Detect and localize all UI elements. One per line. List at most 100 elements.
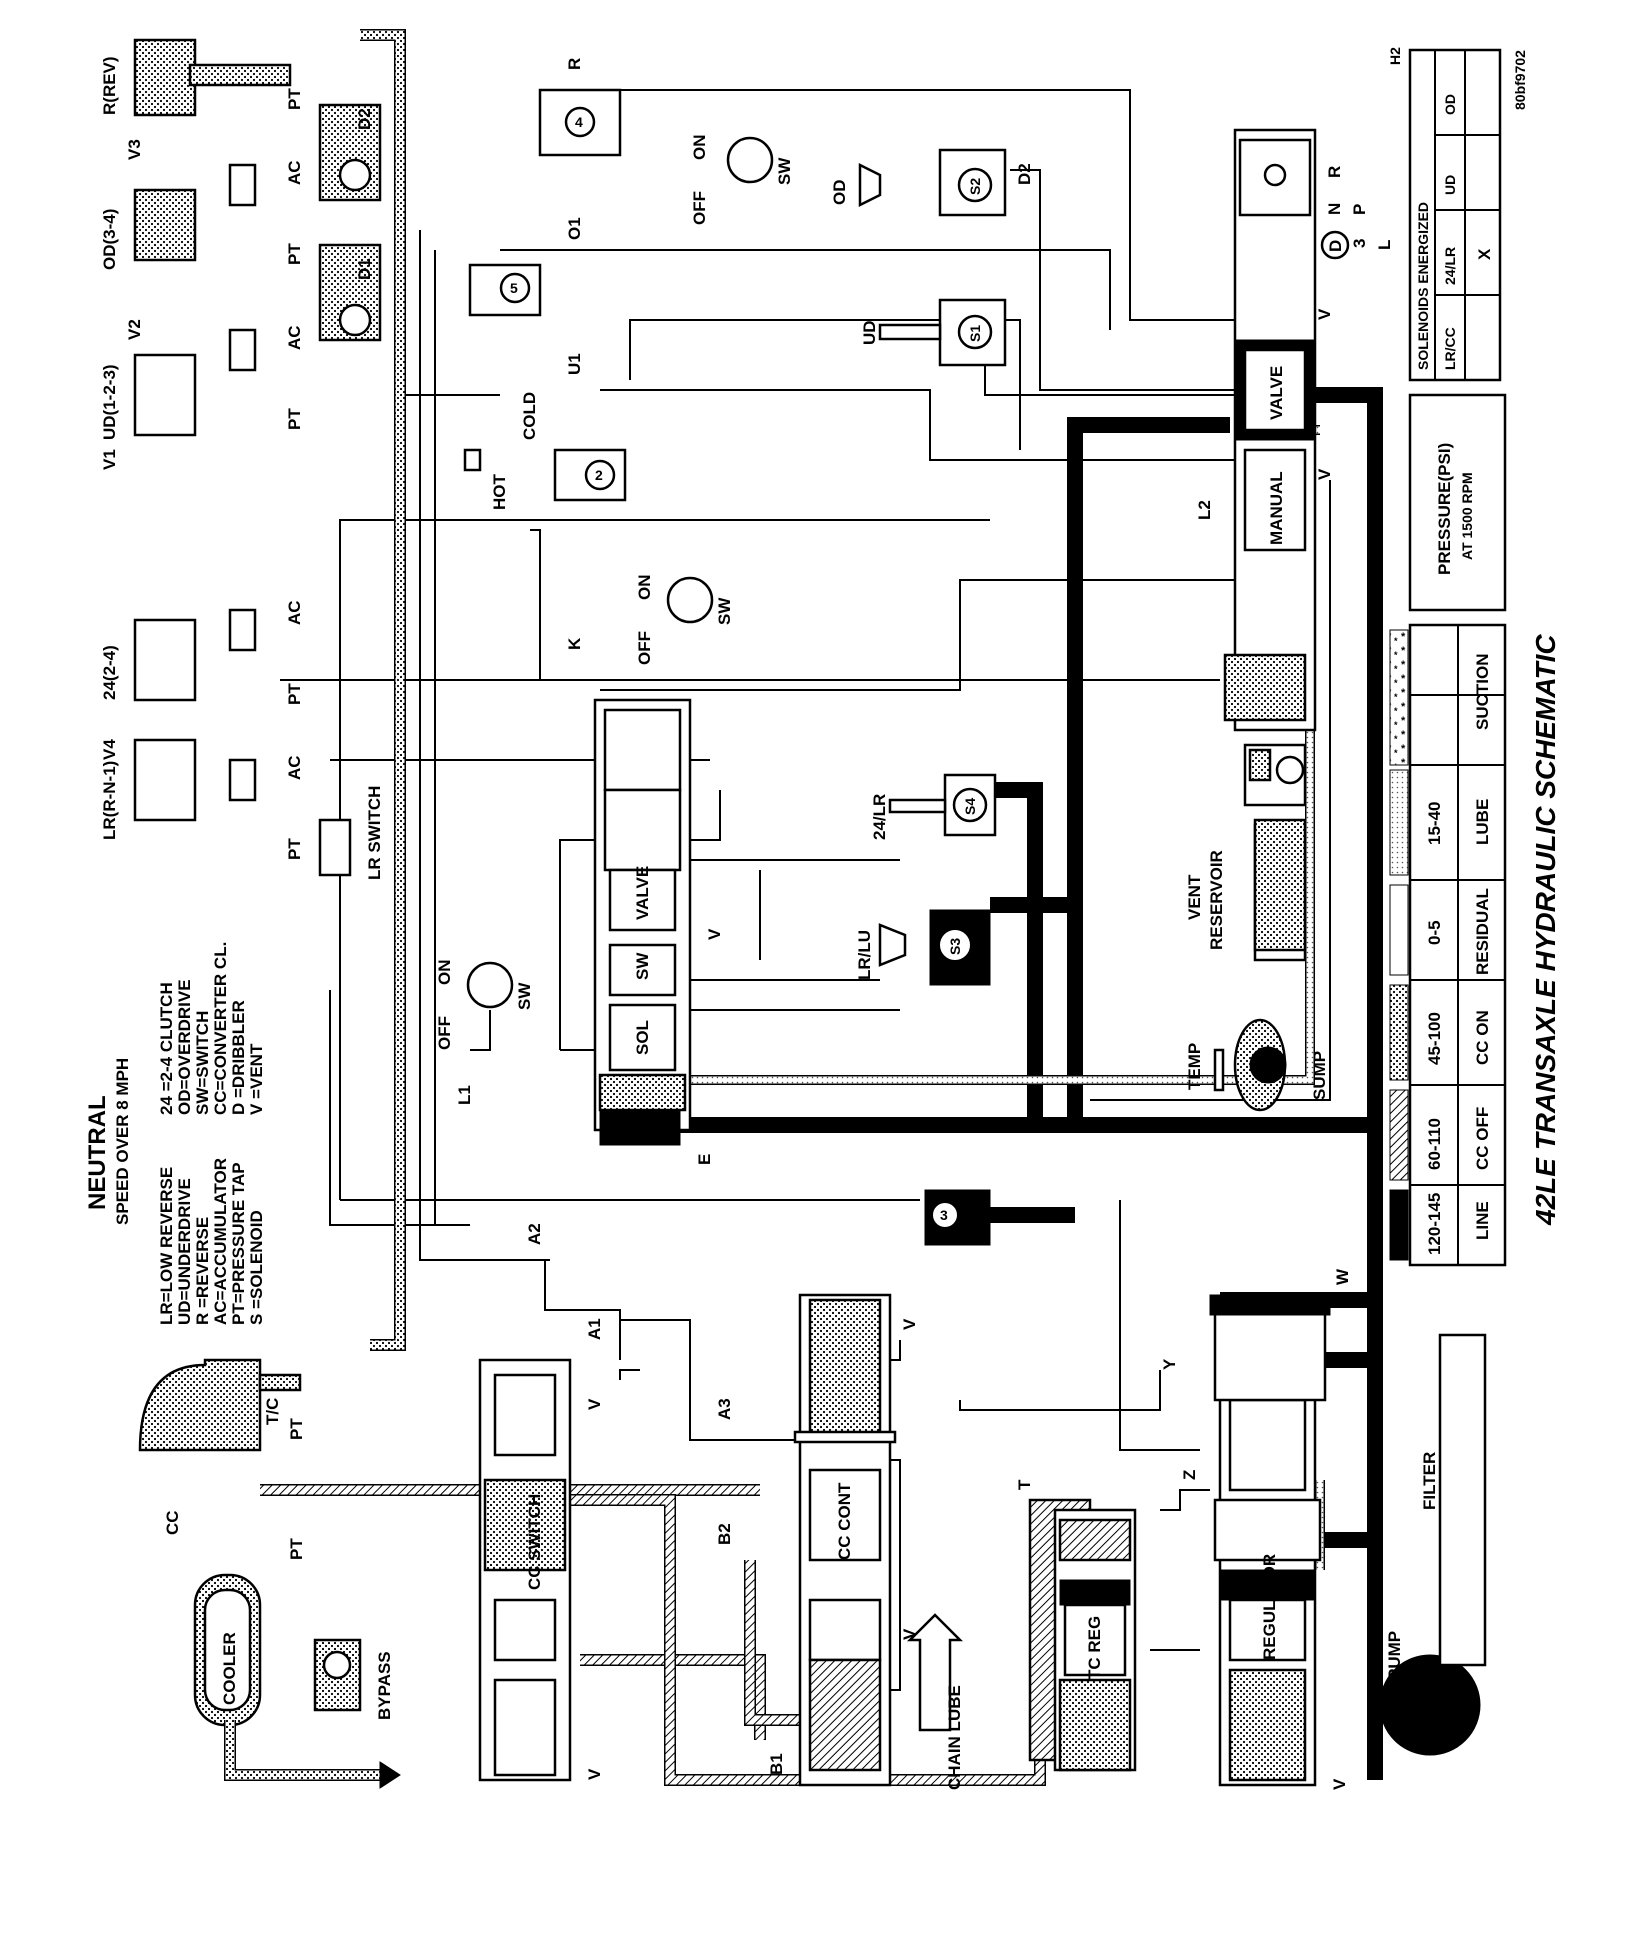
- rev-pt-label: PT: [285, 88, 304, 110]
- lr-clutch-label: LR(R-N-1): [100, 761, 119, 840]
- t-label: T: [1015, 1479, 1034, 1490]
- temp-label: TEMP: [1185, 1043, 1204, 1090]
- ball-4-label: 4: [575, 114, 583, 130]
- prndl-indicator: R N D 3 L P: [1320, 166, 1394, 260]
- ud-ac-label: AC: [285, 325, 304, 350]
- tc-reg-spring: [1058, 1678, 1132, 1772]
- valve-land: [608, 868, 677, 932]
- od-switch-on: ON: [690, 135, 709, 161]
- c24-pt-label: PT: [285, 683, 304, 705]
- lr-switch-on: ON: [435, 960, 454, 986]
- l1-label: L1: [455, 1085, 474, 1105]
- b2-label: B2: [715, 1523, 734, 1545]
- lr-clutch: [133, 738, 197, 822]
- bypass-ball: [322, 1650, 352, 1680]
- ud-solenoid-stem: [878, 323, 942, 341]
- rev-clutch-label: R(REV): [100, 56, 119, 115]
- lr-switch-label: LR SWITCH: [365, 786, 384, 880]
- manual-vent-1: V: [1315, 308, 1334, 320]
- od-ac-label: AC: [285, 160, 304, 185]
- swatch-cc-on: [1389, 984, 1409, 1081]
- solenoid-table-heading: SOLENOIDS ENERGIZED: [1415, 202, 1431, 370]
- swatch-suction: [1389, 629, 1409, 766]
- sw-land: [608, 943, 677, 997]
- manual-valve-spool: [1243, 348, 1307, 432]
- s2-label: S2: [967, 178, 983, 195]
- solenoid-switch-valve: VALVE SW SOL V E: [593, 698, 724, 1165]
- ud-solenoid-label: UD: [860, 320, 879, 345]
- tc-reg-spool: [1063, 1603, 1127, 1677]
- ball-2-label: 2: [595, 467, 603, 483]
- legend-left-3: AC=ACCUMULATOR: [211, 1158, 230, 1325]
- mode-name: NEUTRAL: [84, 1095, 111, 1210]
- cooler-outlet-arrow: [379, 1761, 401, 1789]
- sol-sw-vent: V: [705, 928, 724, 940]
- hot-label: HOT: [490, 474, 509, 511]
- o1-label: O1: [565, 217, 584, 240]
- filter-label: FILTER: [1420, 1452, 1439, 1510]
- swatch-line: [1389, 1189, 1409, 1261]
- d1-ball: [338, 303, 372, 337]
- od-accumulator: [228, 163, 257, 207]
- ball-3: [931, 1201, 959, 1229]
- s3-label: S3: [947, 938, 963, 955]
- ud-clutch-label: UD(1-2-3): [100, 364, 119, 440]
- u1-label: U1: [565, 353, 584, 375]
- regulator-spool: [1228, 1598, 1307, 1662]
- manual-valve-lube-zone: [1223, 653, 1307, 722]
- legend-left-1: UD=UNDERDRIVE: [175, 1178, 194, 1325]
- c24-switch: [666, 576, 714, 624]
- mode-condition: SPEED OVER 8 MPH: [113, 1058, 132, 1225]
- cc-switch-spool-2: [493, 1598, 557, 1662]
- cc-cont-solenoid: [808, 1658, 882, 1772]
- regulator-spring: [1228, 1668, 1307, 1782]
- sol-col-0: LR/CC: [1442, 327, 1458, 370]
- ud-pt-label: PT: [285, 408, 304, 430]
- cc-cont-spool: [808, 1468, 882, 1562]
- filter: [1438, 1333, 1487, 1667]
- lr-pressure-switch: [466, 961, 514, 1009]
- tc-reg-label: TC REG: [1085, 1616, 1104, 1680]
- cc-cont-vent-top: V: [900, 1318, 919, 1330]
- c24-clutch-label: 24(2-4): [100, 645, 119, 700]
- pump-filter-group: PUMP FILTER: [1379, 1333, 1487, 1756]
- prndl-selected-ring: [1320, 230, 1350, 260]
- s4: [952, 787, 988, 823]
- pt-range-4: 15-40: [1425, 802, 1444, 845]
- c24-clutch: [133, 618, 197, 702]
- tc-label: T/C: [263, 1398, 282, 1425]
- clutch-row: LR(R-N-1) V4 AC PT LR SWITCH 24(2-4) AC …: [100, 38, 384, 880]
- cc-switch-valve: CC SWITCH V V A1: [478, 1318, 604, 1782]
- legend-right-4: D =DRIBBLER: [229, 1000, 248, 1115]
- line-pressure-branch: [1067, 417, 1230, 1125]
- c24-accumulator: [228, 608, 257, 652]
- r-port-label: R: [565, 58, 584, 70]
- sw-label: SW: [633, 952, 652, 980]
- pt-tc-label: PT: [287, 1418, 306, 1440]
- sump-check-ball: [1275, 755, 1305, 785]
- od-pt-label: PT: [285, 243, 304, 265]
- figure-id: 80bf9702: [1512, 50, 1528, 110]
- cc-control-valve: CC CONT V V A3 B2 B1 CHAIN LUBE: [715, 1293, 964, 1790]
- chain-lube-arrow: [906, 1613, 964, 1732]
- c24-switch-sw: SW: [715, 597, 734, 625]
- ud-clutch: [133, 353, 197, 437]
- sol-sw-line-zone: [599, 1109, 681, 1146]
- temp-sensor: [1213, 1048, 1225, 1092]
- pt-name-0: LINE: [1473, 1201, 1492, 1240]
- y-label: Y: [1160, 1358, 1179, 1370]
- thermal-element: [463, 448, 482, 472]
- od-clutch-label: OD(3-4): [100, 209, 119, 270]
- lr-pt-label: PT: [285, 838, 304, 860]
- fluid-passages: [280, 89, 1383, 1780]
- prndl-r: R: [1325, 166, 1344, 178]
- pt-name-1: CC OFF: [1473, 1107, 1492, 1170]
- rev-passage: [188, 63, 292, 87]
- lr-switch: [318, 818, 352, 877]
- pump: [1379, 1654, 1481, 1756]
- sol-land: [608, 1003, 677, 1072]
- swatch-lube: [1389, 769, 1409, 876]
- s1: [957, 314, 993, 350]
- cc-cont-spool-2: [808, 1598, 882, 1662]
